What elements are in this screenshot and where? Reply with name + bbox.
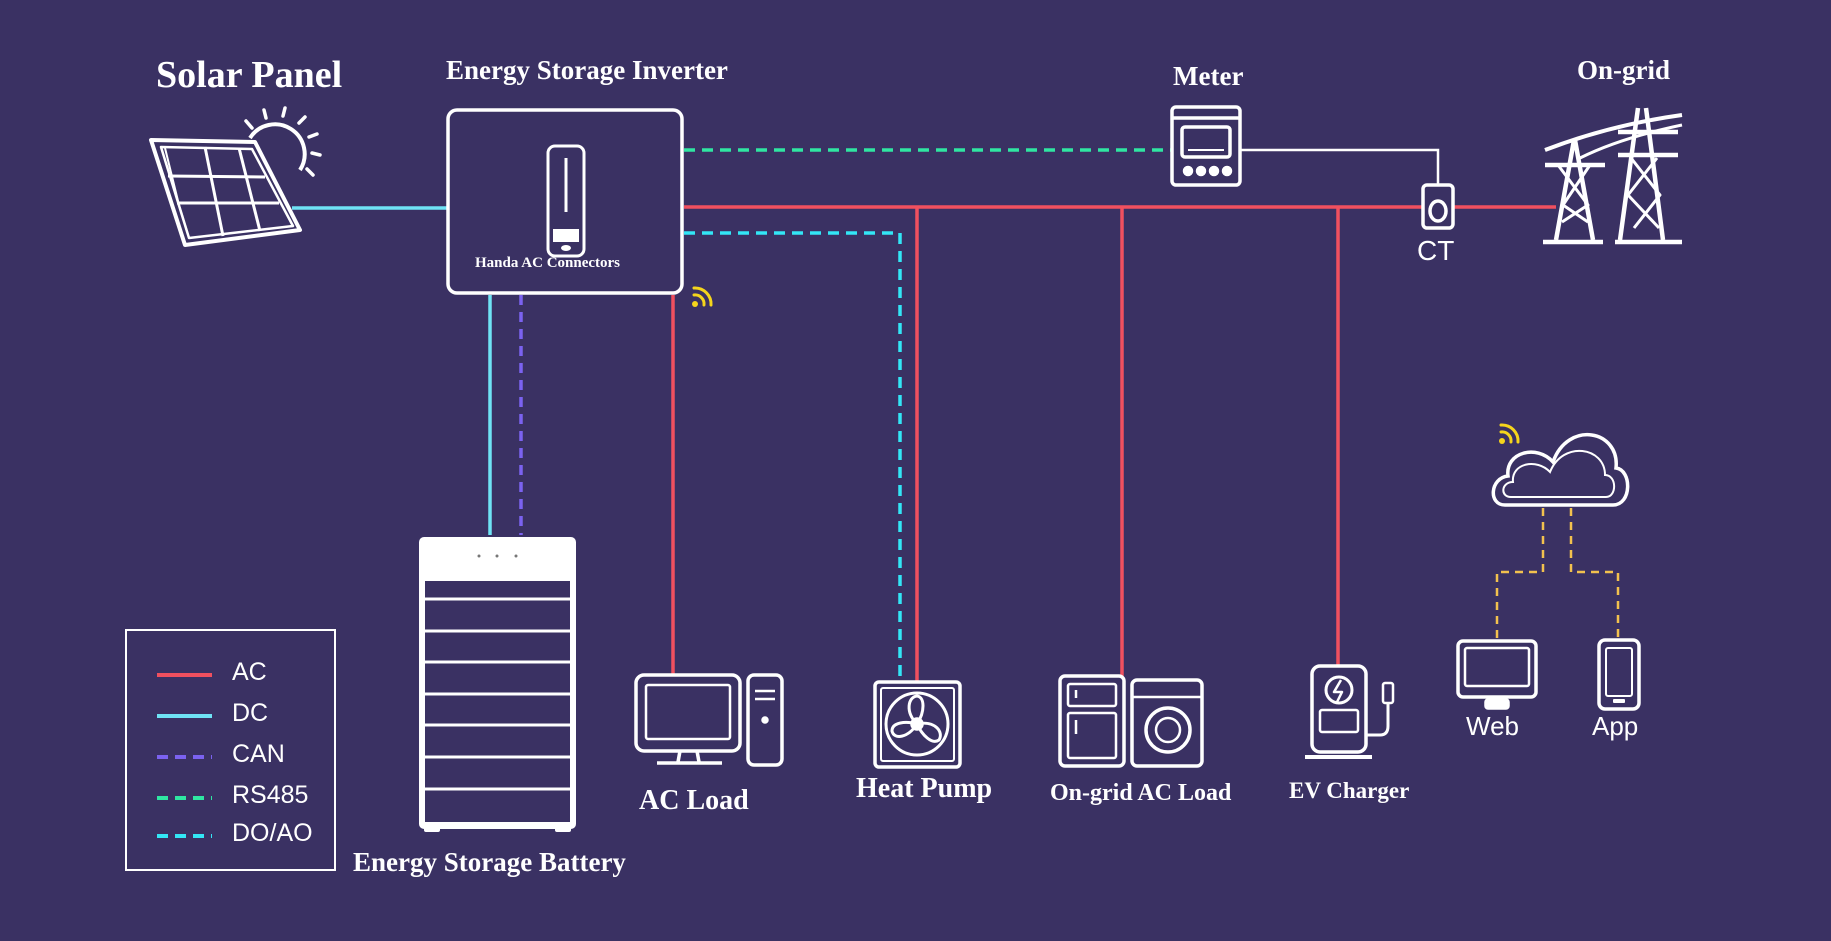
sun-icon — [244, 106, 322, 177]
inverter-label: Energy Storage Inverter — [446, 55, 728, 85]
ac-connector-device — [546, 144, 586, 258]
meter-ct-wire — [1240, 148, 1440, 188]
cloud-links — [1495, 508, 1620, 640]
legend-label-ac: AC — [232, 658, 267, 686]
ev-charger-label: EV Charger — [1289, 778, 1410, 803]
connection-lines — [292, 148, 1620, 682]
cloud-link-app — [1569, 508, 1620, 640]
legend-label-doao: DO/AO — [232, 819, 313, 847]
battery-label: Energy Storage Battery — [353, 847, 626, 877]
heat-pump-label: Heat Pump — [856, 773, 993, 804]
ct-sensor-icon — [1421, 183, 1455, 230]
cloud-icon — [1491, 433, 1630, 507]
computer-icon — [634, 673, 784, 767]
meter-icon — [1170, 105, 1242, 187]
ev-charger-icon — [1305, 664, 1395, 759]
wifi-icon — [692, 286, 713, 307]
web-label: Web — [1466, 711, 1519, 741]
cloud-link-web — [1495, 508, 1545, 640]
solar-panel-label: Solar Panel — [156, 54, 343, 96]
heat-pump-fan-icon — [873, 680, 962, 769]
legend-label-rs485: RS485 — [232, 781, 309, 809]
app-label: App — [1592, 711, 1639, 741]
legend-label-can: CAN — [232, 740, 285, 768]
laptop-icon — [1456, 639, 1538, 710]
legend-label-dc: DC — [232, 699, 269, 727]
meter-label: Meter — [1173, 61, 1244, 91]
legend — [125, 629, 336, 871]
wifi-icon — [1499, 423, 1520, 444]
ct-label: CT — [1417, 235, 1455, 266]
solar-panel-icon — [149, 138, 302, 247]
on-grid-label: On-grid — [1577, 55, 1671, 85]
inverter-icon — [446, 108, 684, 295]
ongrid-ac-load-label: On-grid AC Load — [1050, 780, 1232, 806]
power-tower-icon — [1543, 107, 1683, 245]
battery-stack-icon — [419, 537, 576, 832]
phone-icon — [1597, 638, 1641, 711]
ac-load-label: AC Load — [639, 785, 749, 816]
doao-line-heatpump — [684, 231, 902, 682]
inverter-connector-label: Handa AC Connectors — [475, 255, 621, 271]
fridge-washer-icon — [1058, 674, 1204, 768]
